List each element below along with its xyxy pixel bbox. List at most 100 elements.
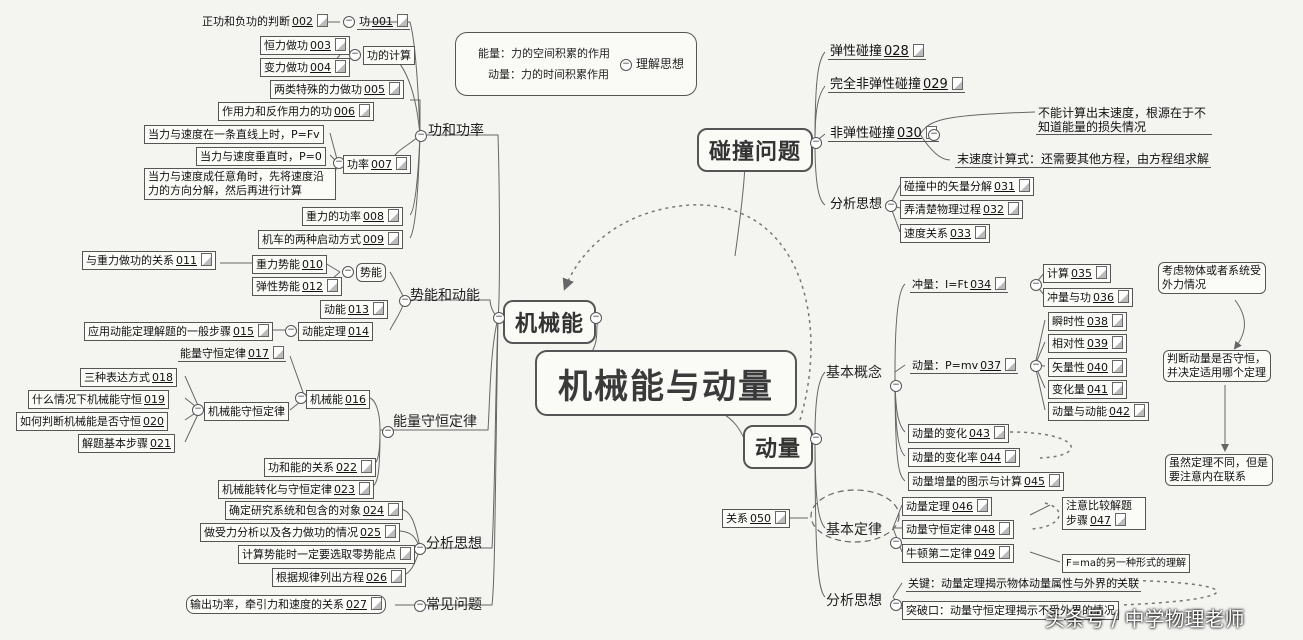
collapse-icon[interactable]: −	[342, 266, 354, 278]
group-basic-concepts[interactable]: 基本概念	[826, 365, 882, 381]
node-power-perpendicular[interactable]: 当力与速度垂直时，P=0	[196, 147, 326, 166]
group-potential-kinetic[interactable]: 势能和动能	[410, 288, 480, 304]
collapse-icon[interactable]: −	[343, 16, 355, 28]
node-breakthrough[interactable]: 突破口：动量守恒定理揭示不受外界的情况	[902, 601, 1119, 620]
collapse-icon[interactable]: −	[382, 426, 394, 438]
group-energy-conservation[interactable]: 能量守恒定律	[393, 414, 477, 430]
node-power-angle[interactable]: 当力与速度成任意角时，先将速度沿力的方向分解，然后再进行计算	[144, 168, 336, 200]
group-work-power[interactable]: 功和功率	[428, 123, 484, 139]
collapse-icon[interactable]: −	[493, 312, 505, 324]
collapse-icon[interactable]: −	[192, 404, 204, 416]
node-fma-understanding[interactable]: F=ma的另一种形式的理解	[1062, 554, 1190, 573]
branch-momentum[interactable]: 动量	[743, 425, 814, 469]
collapse-icon[interactable]: −	[620, 59, 632, 71]
node-final-velocity-note[interactable]: 末速度计算式：还需要其他方程，由方程组求解	[955, 152, 1212, 168]
node-potential-energy[interactable]: 势能	[356, 263, 386, 282]
node-collision-analysis[interactable]: 分析思想	[830, 197, 883, 212]
collapse-icon[interactable]: −	[415, 130, 427, 142]
group-analysis-momentum[interactable]: 分析思想	[826, 593, 882, 609]
collapse-icon[interactable]: −	[349, 49, 361, 61]
collapse-icon[interactable]: −	[399, 295, 411, 307]
node-mech-energy-conservation[interactable]: 机械能守恒定律	[204, 402, 289, 421]
group-basic-laws[interactable]: 基本定律	[826, 522, 882, 538]
branch-collision[interactable]: 碰撞问题	[697, 128, 814, 172]
central-topic[interactable]: 机械能与动量	[535, 350, 797, 416]
node-key-point[interactable]: 关键：动量定理揭示物体动量属性与外界的关联	[906, 577, 1141, 592]
collapse-icon[interactable]: −	[414, 600, 426, 612]
collapse-icon[interactable]: −	[590, 312, 602, 324]
node-zero-potential[interactable]: 计算势能时一定要选取零势能点	[238, 545, 415, 564]
flow-box-judge-conservation[interactable]: 判断动量是否守恒，并决定适用哪个定理	[1163, 350, 1271, 382]
node-work-calculation[interactable]: 功的计算	[363, 46, 415, 65]
collapse-icon[interactable]: −	[890, 599, 902, 611]
collapse-icon[interactable]: −	[285, 325, 297, 337]
node-cannot-compute-note[interactable]: 不能计算出末速度，根源在于不知道能量的损失情况	[1036, 106, 1212, 135]
flow-box-external-force[interactable]: 考虑物体或者系统受外力情况	[1158, 262, 1266, 294]
collapse-icon[interactable]: −	[810, 433, 822, 445]
collapse-icon[interactable]: −	[1030, 279, 1042, 291]
node-power-parallel[interactable]: 当力与速度在一条直线上时，P=Fv	[144, 125, 324, 144]
collapse-icon[interactable]: −	[885, 200, 897, 212]
collapse-icon[interactable]: −	[890, 380, 902, 392]
collapse-icon[interactable]: −	[890, 537, 902, 549]
collapse-icon[interactable]: −	[810, 137, 822, 149]
collapse-icon[interactable]: −	[928, 129, 940, 141]
group-common-problems[interactable]: 常见问题	[426, 597, 482, 613]
branch-mechanical-energy[interactable]: 机械能	[503, 300, 597, 344]
flow-box-inner-relation[interactable]: 虽然定理不同，但是要注意内在联系	[1165, 454, 1273, 486]
collapse-icon[interactable]: −	[1030, 360, 1042, 372]
group-analysis-left[interactable]: 分析思想	[426, 536, 482, 552]
collapse-icon[interactable]: −	[414, 543, 426, 555]
